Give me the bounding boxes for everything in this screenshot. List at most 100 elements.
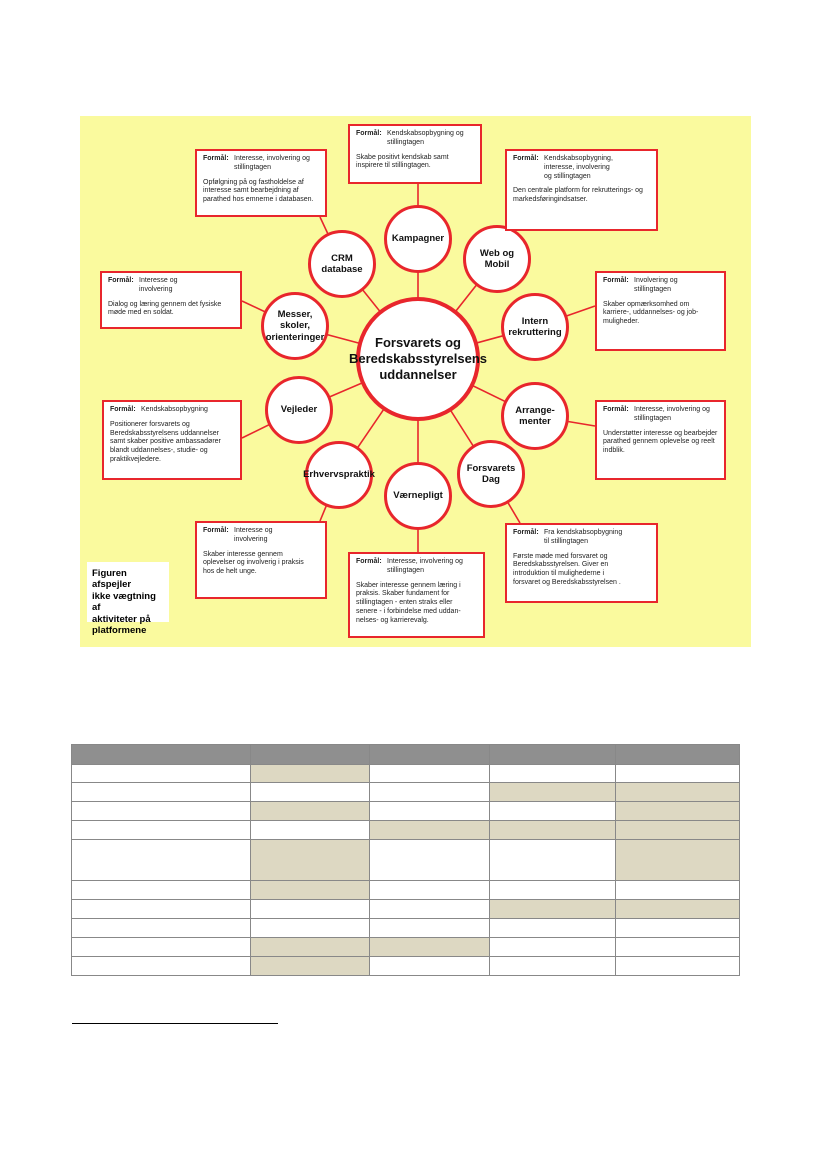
table-cell xyxy=(250,764,370,783)
table-cell xyxy=(615,801,740,821)
arrangementer-node: Arrange- menter xyxy=(501,382,569,450)
purpose-text: Fra kendskabsopbygning til stillingtagen xyxy=(544,529,623,545)
purpose-description: Skabe positivt kendskab samt inspirere t… xyxy=(356,153,449,170)
purpose-label: Formål: xyxy=(603,277,629,284)
messer-node-label: Messer, skoler, orienteringer xyxy=(265,308,325,343)
table-cell xyxy=(369,899,490,919)
table-cell xyxy=(369,764,490,783)
purpose-label: Formål: xyxy=(203,155,229,162)
table-cell xyxy=(615,880,740,900)
purpose-description: Første møde med forsvaret og Beredskabss… xyxy=(513,552,621,586)
forsvaretsdag-node-label: Forsvarets Dag xyxy=(466,462,516,485)
table-cell xyxy=(489,820,616,840)
table-cell xyxy=(369,918,490,938)
table-row xyxy=(71,764,740,783)
crm-purpose-box: Formål:Interesse, involvering og stillin… xyxy=(195,149,327,217)
table-row xyxy=(71,880,740,900)
table-cell xyxy=(369,782,490,802)
table-cell xyxy=(71,937,251,957)
purpose-description: Positionerer forsvarets og Beredskabssty… xyxy=(110,420,221,463)
table-cell xyxy=(71,764,251,783)
table-row xyxy=(71,782,740,802)
table-row xyxy=(71,839,740,881)
purpose-text: Interesse og involvering xyxy=(139,277,178,293)
table-cell xyxy=(250,839,370,881)
header-cell xyxy=(489,744,616,765)
vejleder-node-label: Vejleder xyxy=(280,404,318,416)
table-row xyxy=(71,918,740,938)
kampagner-node: Kampagner xyxy=(384,205,452,273)
table-cell xyxy=(250,880,370,900)
crm-node-label: CRM database xyxy=(321,252,363,275)
arrangementer-node-label: Arrange- menter xyxy=(515,404,555,427)
purpose-text: Interesse og involvering xyxy=(234,527,273,543)
table-cell xyxy=(489,801,616,821)
table-cell xyxy=(615,782,740,802)
purpose-description: Opfølgning på og fastholdelse af interes… xyxy=(203,178,314,204)
vaernepligt-node-label: Værnepligt xyxy=(393,490,443,502)
purpose-text: Kendskabsopbygning, interesse, involveri… xyxy=(544,155,613,180)
table-header-row xyxy=(71,744,740,765)
table-cell xyxy=(615,956,740,976)
vaernepligt-node: Værnepligt xyxy=(384,462,452,530)
erhvervspraktik-node: Erhvervspraktik xyxy=(303,441,375,509)
table-cell xyxy=(250,937,370,957)
purpose-label: Formål: xyxy=(108,277,134,284)
purpose-label: Formål: xyxy=(513,529,539,536)
table-cell xyxy=(489,899,616,919)
header-cell xyxy=(71,744,251,765)
kampagner-purpose-box: Formål:Kendskabsopbygning og stillingtag… xyxy=(348,124,482,184)
table-cell xyxy=(71,918,251,938)
table-cell xyxy=(250,820,370,840)
intern-node: Intern rekruttering xyxy=(501,293,569,361)
table-cell xyxy=(489,956,616,976)
forsvaretsdag-purpose-box: Formål: Fra kendskabsopbygning til stilli… xyxy=(505,523,658,603)
center-node: Forsvarets og Beredskabsstyrelsens uddan… xyxy=(349,297,487,421)
forsvaretsdag-node: Forsvarets Dag xyxy=(457,440,525,508)
center-node-label: Forsvarets og Beredskabsstyrelsens uddan… xyxy=(348,334,488,383)
crm-node: CRM database xyxy=(308,230,376,298)
table-cell xyxy=(250,956,370,976)
table-row xyxy=(71,801,740,821)
vejleder-node: Vejleder xyxy=(265,376,333,444)
table-cell xyxy=(250,801,370,821)
table-cell xyxy=(369,956,490,976)
table-row xyxy=(71,899,740,919)
erhvervspraktik-node-label: Erhvervspraktik xyxy=(303,469,375,481)
table-cell xyxy=(71,880,251,900)
table-cell xyxy=(615,937,740,957)
table-cell xyxy=(489,937,616,957)
table-cell xyxy=(71,899,251,919)
purpose-label: Formål: xyxy=(356,130,382,137)
header-cell xyxy=(369,744,490,765)
purpose-description: Understøtter interesse og bearbejder par… xyxy=(603,429,718,455)
table-cell xyxy=(71,801,251,821)
purpose-text: Interesse, involvering og stillingtagen xyxy=(387,558,463,574)
table-cell xyxy=(615,918,740,938)
purpose-text: Interesse, involvering og stillingtagen xyxy=(634,406,710,422)
purpose-description: Skaber interesse gennem oplevelser og in… xyxy=(203,550,304,576)
table-cell xyxy=(615,839,740,881)
table-cell xyxy=(369,801,490,821)
table-cell xyxy=(369,820,490,840)
purpose-description: Dialog og læring gennem det fysiske møde… xyxy=(108,300,222,317)
purpose-label: Formål: xyxy=(603,406,629,413)
table-row xyxy=(71,956,740,976)
channel-diagram: Kampagner Formål:Kendskabsopbygning og st… xyxy=(80,116,751,647)
header-cell xyxy=(250,744,370,765)
table-row xyxy=(71,820,740,840)
table-row xyxy=(71,937,740,957)
activity-table xyxy=(71,744,740,976)
table-cell xyxy=(369,839,490,881)
table-cell xyxy=(615,899,740,919)
table-cell xyxy=(489,880,616,900)
table-cell xyxy=(250,918,370,938)
table-cell xyxy=(71,820,251,840)
purpose-description: Skaber opmærksomhed om karriere-, uddann… xyxy=(603,300,699,326)
purpose-label: Formål: xyxy=(110,406,136,413)
arrangementer-purpose-box: Formål: Interesse, involvering og stillin… xyxy=(595,400,726,480)
purpose-text: Kendskabsopbygning xyxy=(141,406,208,413)
